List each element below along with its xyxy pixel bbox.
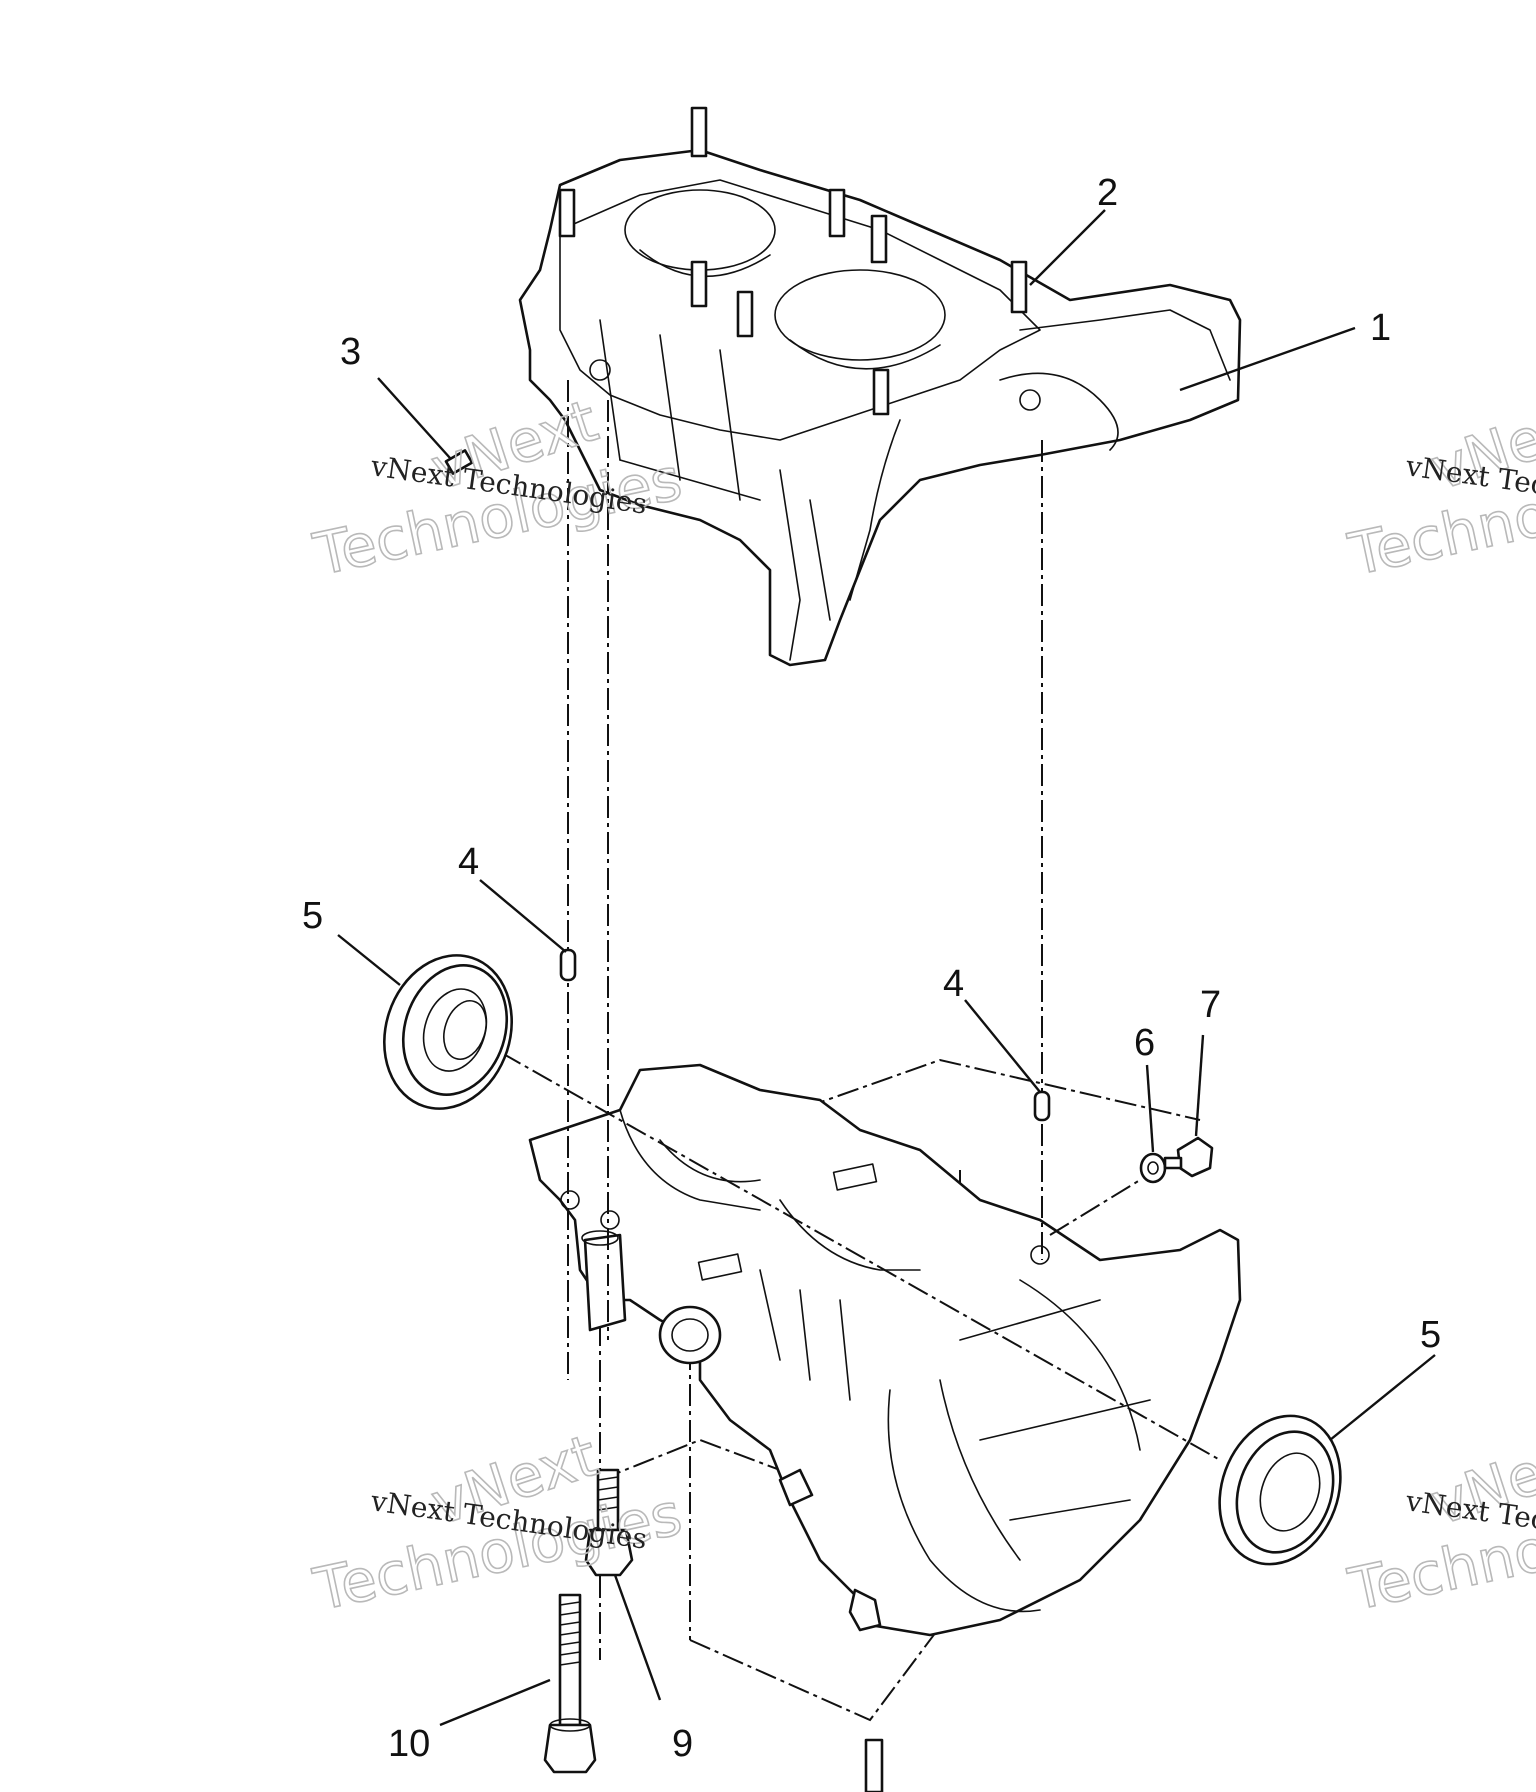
callout-2: 2: [1097, 172, 1118, 214]
callout-1: 1: [1370, 307, 1391, 349]
part-7-plug: [1163, 1136, 1214, 1178]
part-3-fitting: [444, 449, 474, 475]
part-5-seal-right: [1218, 1414, 1342, 1566]
part-6-washer: [1139, 1152, 1167, 1184]
callout-6: 6: [1134, 1022, 1155, 1064]
callout-5-left: 5: [302, 895, 323, 937]
watermark-top-right: vNext Technologies vNext Technologies: [1342, 385, 1536, 589]
upper-crankcase: [518, 106, 1242, 667]
part-4-dowel-right: [1033, 1090, 1051, 1122]
lower-crankcase: [528, 1058, 1242, 1792]
part-5-seal-left: [382, 954, 514, 1110]
callout-9: 9: [672, 1723, 693, 1765]
part-10-bolt: [543, 1593, 597, 1774]
callout-4-left: 4: [458, 841, 479, 883]
watermark-bottom-left: vNext Technologies vNext Technologies: [307, 1420, 688, 1624]
callout-4-right: 4: [943, 963, 964, 1005]
callout-5-right: 5: [1420, 1314, 1441, 1356]
watermark-bottom-right: vNext Technologies vNext Technologies: [1342, 1420, 1536, 1624]
part-9-stud-nut: [584, 1468, 634, 1577]
callout-labels: 1 2 3 4 4 5 5 6 7 9 10: [302, 172, 1441, 1765]
callout-3: 3: [340, 331, 361, 373]
leader-lines: [337, 209, 1436, 1727]
callout-10: 10: [388, 1723, 430, 1765]
part-4-dowel-left: [559, 948, 577, 982]
upper-studs: [558, 106, 1028, 416]
callout-7: 7: [1200, 984, 1221, 1026]
